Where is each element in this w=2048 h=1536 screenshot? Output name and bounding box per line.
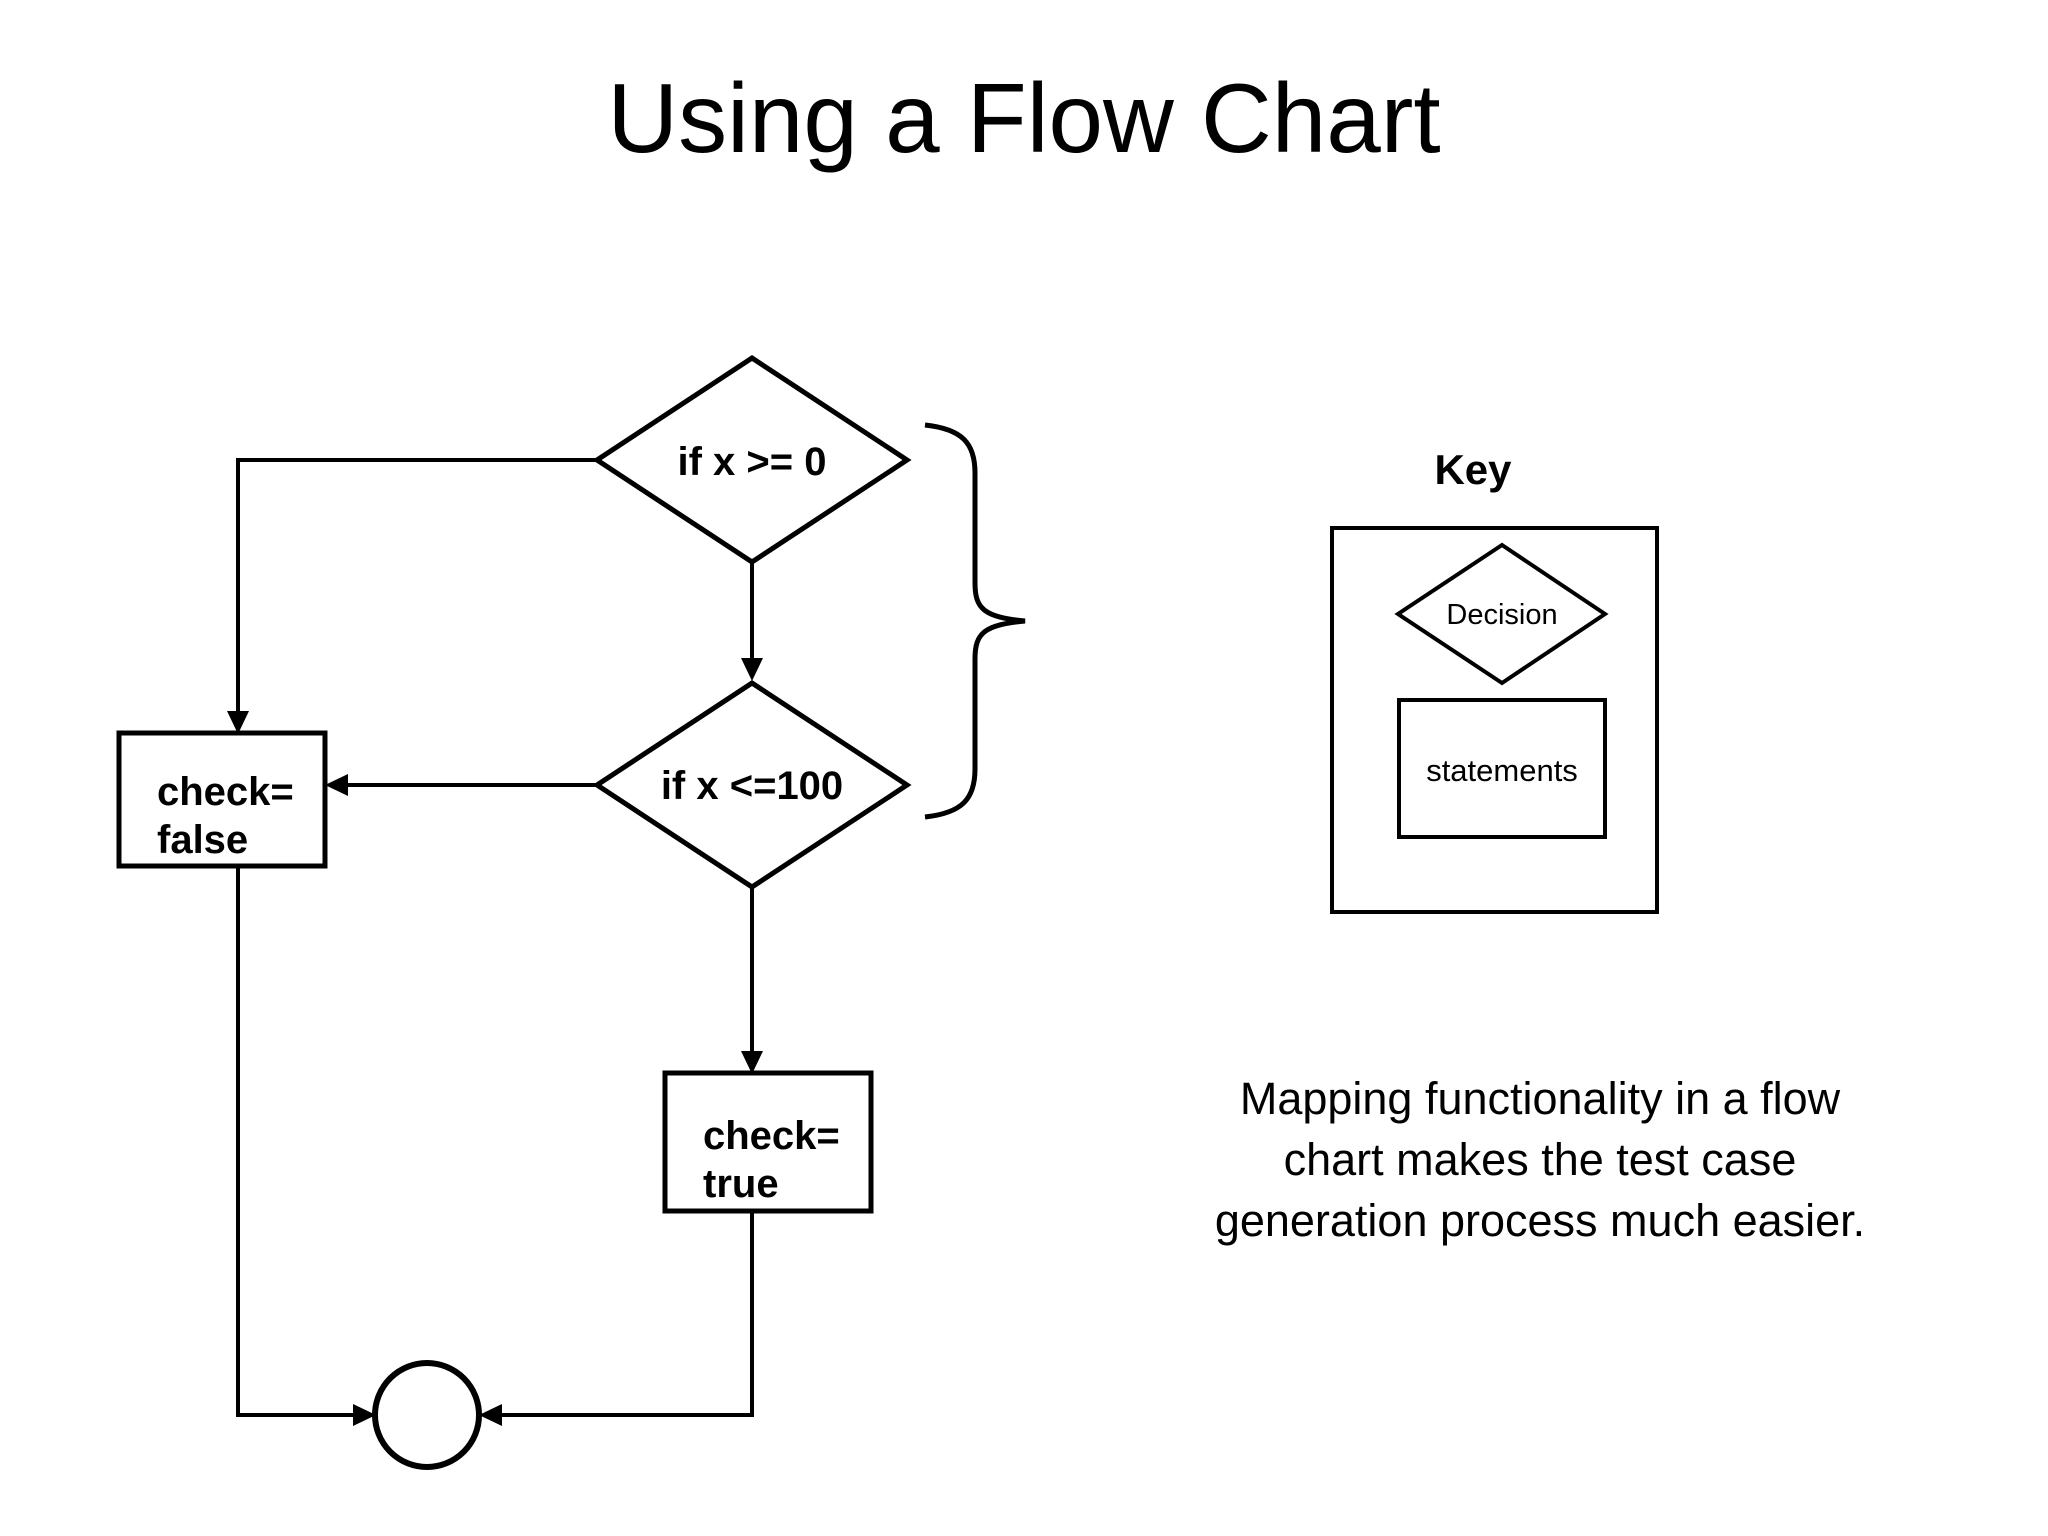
check-true-label-line2: true [703, 1162, 779, 1206]
edge-decision-top-to-check-false [236, 458, 597, 712]
check-false-label-line1: check= [157, 770, 294, 814]
check-true-label-line1: check= [703, 1114, 840, 1158]
edge-check-true-to-terminal [501, 1210, 754, 1417]
grouping-brace [924, 422, 1026, 820]
arrowhead-into-check-true [741, 1051, 763, 1074]
page-title: Using a Flow Chart [607, 63, 1441, 173]
arrowhead-into-decision-bottom [741, 658, 763, 681]
terminal-circle [372, 1360, 482, 1470]
decision-bottom-label: if x <=100 [661, 764, 843, 808]
key-decision-diamond [1394, 542, 1609, 686]
key-statements-label: statements [1426, 753, 1578, 788]
caption-line-1: Mapping functionality in a flow [1239, 1073, 1841, 1124]
check-false-box [116, 730, 328, 869]
arrowhead-into-check-false-top [227, 711, 249, 734]
caption: Mapping functionality in a flow chart ma… [1100, 1068, 1980, 1251]
check-true-box [662, 1070, 874, 1214]
caption-line-2: chart makes the test case [1283, 1134, 1797, 1185]
edge-check-false-to-terminal [236, 866, 354, 1417]
arrowhead-into-check-false-right [325, 774, 348, 796]
arrowhead-into-terminal-right [479, 1404, 502, 1426]
caption-line-3: generation process much easier. [1214, 1195, 1866, 1246]
key-title: Key [1434, 446, 1512, 493]
key-statements-box [1397, 698, 1607, 839]
arrowhead-into-terminal-left [353, 1404, 376, 1426]
decision-top-diamond [592, 355, 912, 565]
key-decision-label: Decision [1446, 599, 1557, 631]
decision-bottom-diamond [592, 680, 912, 890]
check-false-label-line2: false [157, 818, 248, 862]
decision-top-label: if x >= 0 [678, 440, 827, 484]
